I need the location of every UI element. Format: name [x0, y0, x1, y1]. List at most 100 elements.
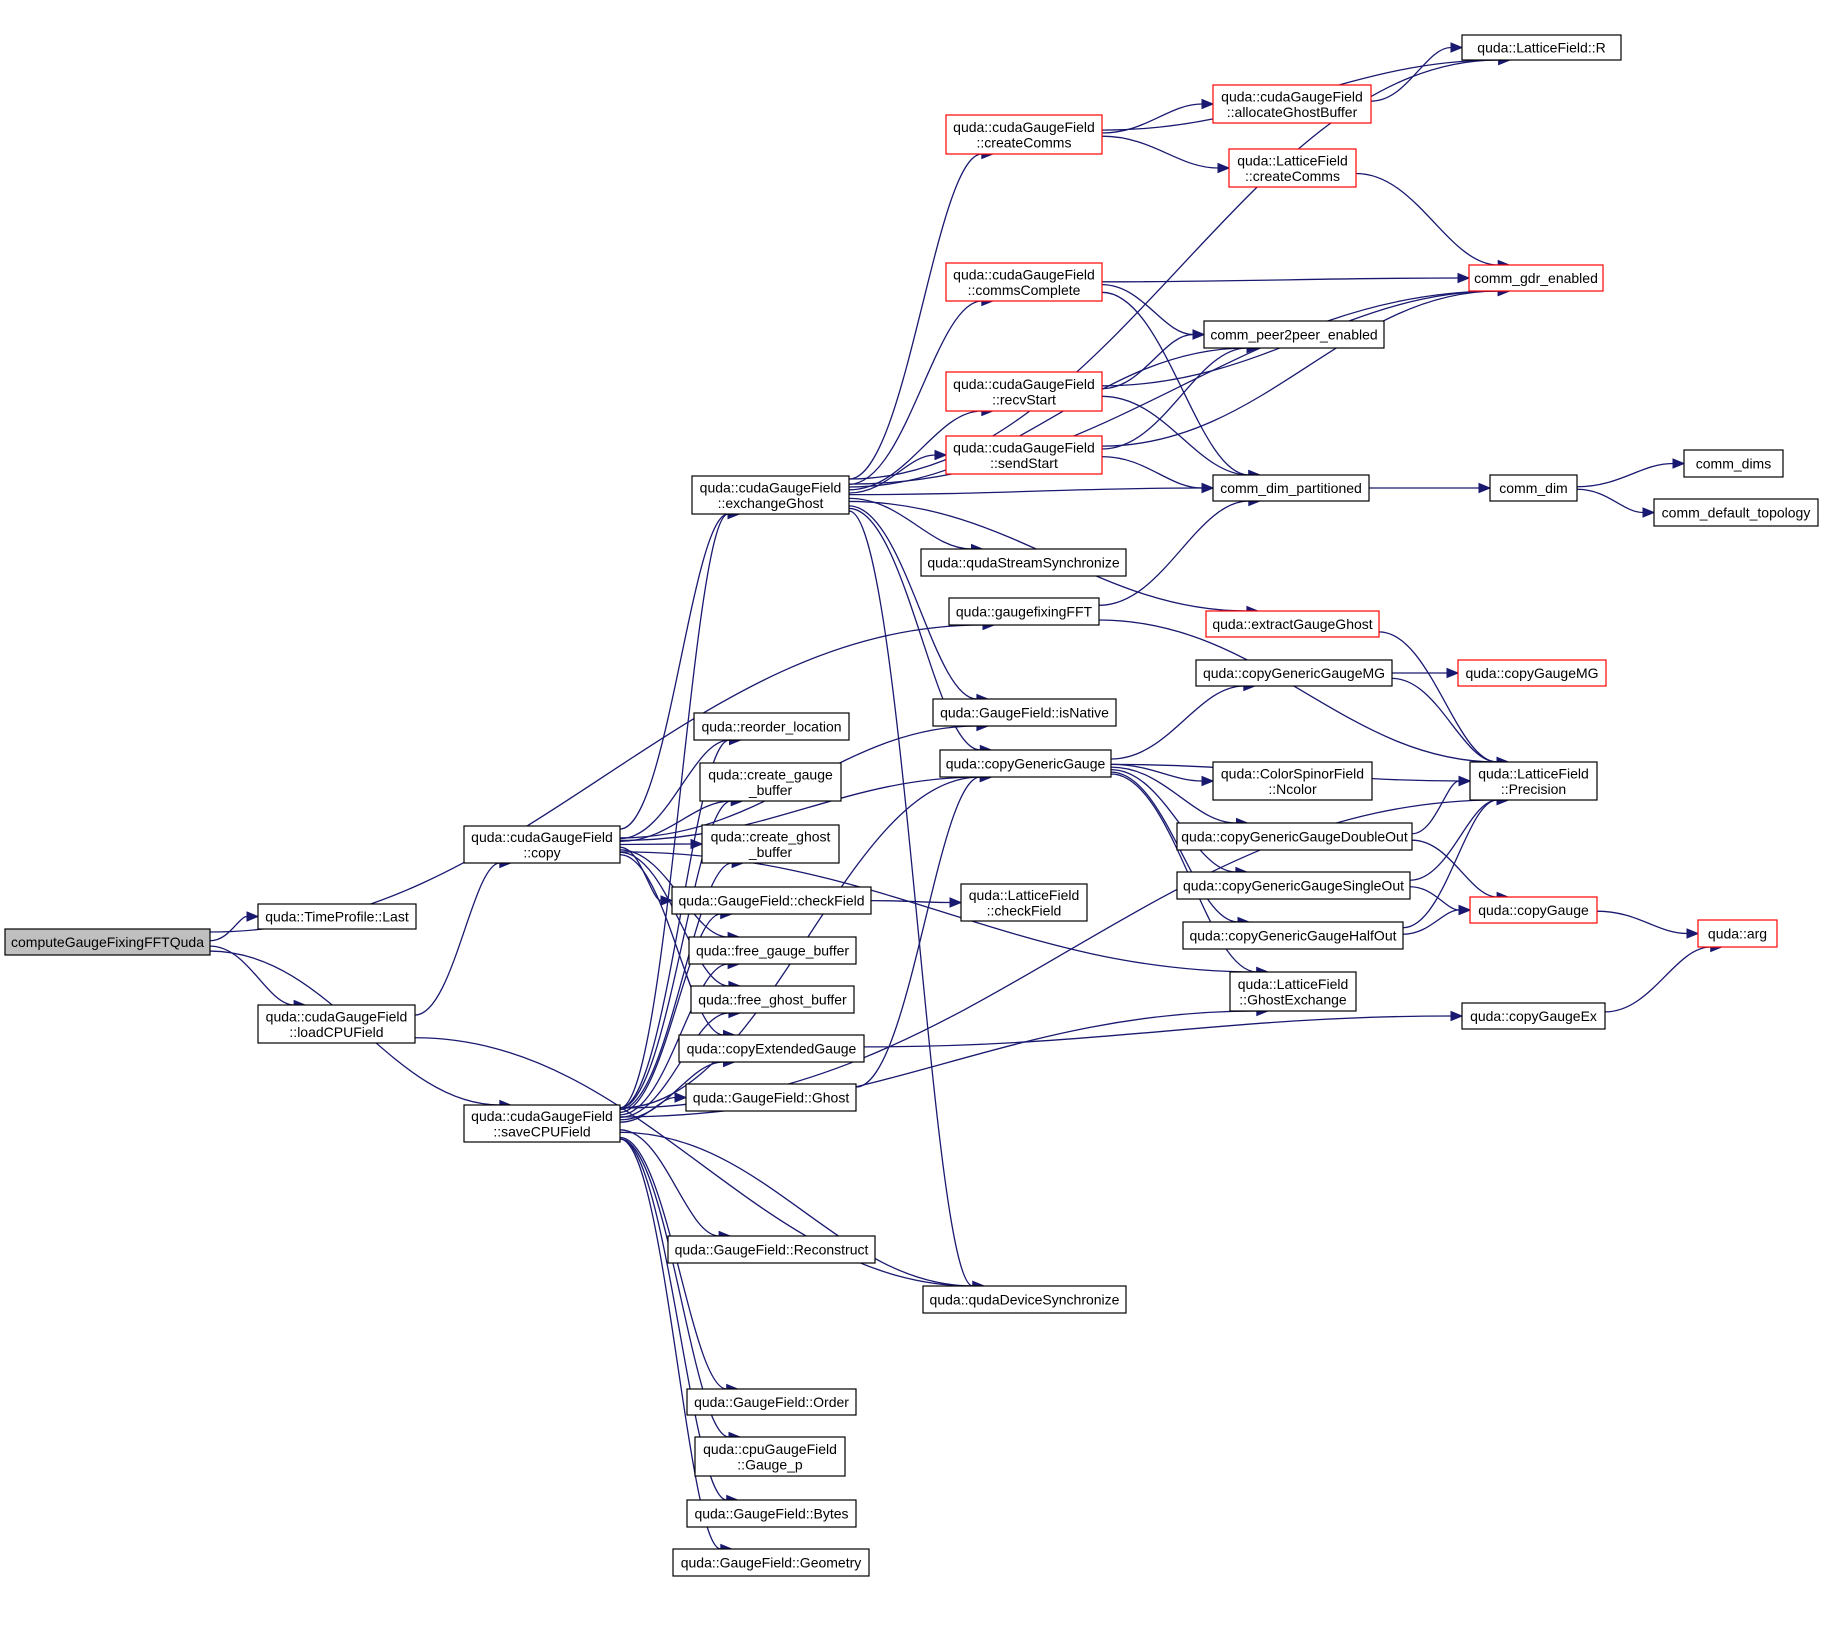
- node-root[interactable]: computeGaugeFixingFFTQuda: [4, 928, 211, 956]
- node-extract-ghost[interactable]: quda::extractGaugeGhost: [1205, 610, 1380, 638]
- node-box[interactable]: [1212, 761, 1373, 801]
- node-alloc-ghost[interactable]: quda::cudaGaugeField::allocateGhostBuffe…: [1212, 84, 1372, 124]
- node-box[interactable]: [945, 114, 1103, 155]
- node-comm-dims[interactable]: comm_dims: [1683, 449, 1784, 478]
- node-copy-gauge-ex[interactable]: quda::copyGaugeEx: [1461, 1002, 1606, 1030]
- node-box[interactable]: [701, 824, 840, 864]
- node-comm-dim[interactable]: comm_dim: [1489, 474, 1578, 502]
- node-reorder[interactable]: quda::reorder_location: [693, 712, 850, 741]
- node-box[interactable]: [685, 1083, 857, 1112]
- node-copy[interactable]: quda::cudaGaugeField::copy: [463, 825, 621, 864]
- node-lf-check-field[interactable]: quda::LatticeField::checkField: [960, 883, 1088, 922]
- node-box[interactable]: [1469, 896, 1598, 924]
- node-box[interactable]: [1212, 84, 1372, 124]
- node-box[interactable]: [1205, 610, 1380, 638]
- node-dev-sync[interactable]: quda::qudaDeviceSynchronize: [922, 1285, 1127, 1314]
- node-box[interactable]: [1182, 921, 1404, 950]
- node-box[interactable]: [1683, 449, 1784, 478]
- node-box[interactable]: [688, 936, 857, 965]
- node-tp-last[interactable]: quda::TimeProfile::Last: [257, 903, 417, 930]
- node-free-gauge-buf[interactable]: quda::free_gauge_buffer: [688, 936, 857, 965]
- node-box[interactable]: [1697, 919, 1778, 948]
- node-recv-start[interactable]: quda::cudaGaugeField::recvStart: [945, 371, 1103, 412]
- node-box[interactable]: [922, 1285, 1127, 1314]
- node-def-topo[interactable]: comm_default_topology: [1653, 498, 1819, 527]
- node-box[interactable]: [463, 1104, 621, 1143]
- node-lf-r[interactable]: quda::LatticeField::R: [1461, 34, 1622, 61]
- node-box[interactable]: [257, 903, 417, 930]
- node-box[interactable]: [671, 886, 872, 915]
- node-copy-gauge-mg[interactable]: quda::copyGaugeMG: [1457, 659, 1607, 687]
- node-gf-fft[interactable]: quda::gaugefixingFFT: [948, 597, 1100, 626]
- node-lf-create-comms[interactable]: quda::LatticeField::createComms: [1228, 148, 1357, 188]
- node-box[interactable]: [920, 548, 1127, 577]
- node-create-comms[interactable]: quda::cudaGaugeField::createComms: [945, 114, 1103, 155]
- node-cg-double[interactable]: quda::copyGenericGaugeDoubleOut: [1176, 822, 1413, 851]
- node-box[interactable]: [1469, 761, 1598, 801]
- node-box[interactable]: [699, 762, 842, 802]
- node-arg[interactable]: quda::arg: [1697, 919, 1778, 948]
- node-reconstruct[interactable]: quda::GaugeField::Reconstruct: [667, 1235, 876, 1264]
- node-save-cpu[interactable]: quda::cudaGaugeField::saveCPUField: [463, 1104, 621, 1143]
- node-ncolor[interactable]: quda::ColorSpinorField::Ncolor: [1212, 761, 1373, 801]
- node-copy-ext[interactable]: quda::copyExtendedGauge: [678, 1034, 865, 1063]
- node-ex-ghost[interactable]: quda::cudaGaugeField::exchangeGhost: [691, 475, 850, 515]
- node-box[interactable]: [945, 262, 1103, 302]
- node-box[interactable]: [694, 1436, 846, 1477]
- node-box[interactable]: [667, 1235, 876, 1264]
- node-box[interactable]: [960, 883, 1088, 922]
- node-box[interactable]: [1468, 264, 1604, 292]
- node-gauge-p[interactable]: quda::cpuGaugeField::Gauge_p: [694, 1436, 846, 1477]
- node-load-cpu[interactable]: quda::cudaGaugeField::loadCPUField: [257, 1004, 416, 1044]
- node-ghost-ex[interactable]: quda::LatticeField::GhostExchange: [1229, 971, 1357, 1012]
- node-box[interactable]: [945, 371, 1103, 412]
- node-box[interactable]: [948, 597, 1100, 626]
- node-box[interactable]: [4, 928, 211, 956]
- node-comms-complete[interactable]: quda::cudaGaugeField::commsComplete: [945, 262, 1103, 302]
- node-box[interactable]: [686, 1499, 857, 1528]
- node-gdr[interactable]: comm_gdr_enabled: [1468, 264, 1604, 292]
- node-box[interactable]: [1212, 474, 1370, 502]
- node-bytes[interactable]: quda::GaugeField::Bytes: [686, 1499, 857, 1528]
- node-create-ghost-buf[interactable]: quda::create_ghost_buffer: [701, 824, 840, 864]
- node-box[interactable]: [672, 1548, 870, 1577]
- node-copy-generic[interactable]: quda::copyGenericGauge: [939, 749, 1112, 778]
- node-free-ghost-buf[interactable]: quda::free_ghost_buffer: [690, 985, 855, 1014]
- node-box[interactable]: [1195, 659, 1393, 687]
- node-cg-single[interactable]: quda::copyGenericGaugeSingleOut: [1176, 871, 1411, 900]
- node-geometry[interactable]: quda::GaugeField::Geometry: [672, 1548, 870, 1577]
- node-create-gauge-buf[interactable]: quda::create_gauge_buffer: [699, 762, 842, 802]
- node-precision[interactable]: quda::LatticeField::Precision: [1469, 761, 1598, 801]
- node-box[interactable]: [1461, 34, 1622, 61]
- node-copy-gauge[interactable]: quda::copyGauge: [1469, 896, 1598, 924]
- node-box[interactable]: [939, 749, 1112, 778]
- node-box[interactable]: [1176, 822, 1413, 851]
- node-box[interactable]: [1229, 971, 1357, 1012]
- node-send-start[interactable]: quda::cudaGaugeField::sendStart: [945, 435, 1103, 475]
- node-box[interactable]: [1461, 1002, 1606, 1030]
- node-box[interactable]: [945, 435, 1103, 475]
- node-box[interactable]: [690, 985, 855, 1014]
- node-box[interactable]: [1176, 871, 1411, 900]
- node-order[interactable]: quda::GaugeField::Order: [686, 1388, 857, 1416]
- node-p2p[interactable]: comm_peer2peer_enabled: [1203, 320, 1385, 349]
- node-box[interactable]: [1489, 474, 1578, 502]
- node-box[interactable]: [691, 475, 850, 515]
- node-box[interactable]: [678, 1034, 865, 1063]
- node-box[interactable]: [257, 1004, 416, 1044]
- node-box[interactable]: [1457, 659, 1607, 687]
- node-cg-half[interactable]: quda::copyGenericGaugeHalfOut: [1182, 921, 1404, 950]
- node-box[interactable]: [693, 712, 850, 741]
- node-is-native[interactable]: quda::GaugeField::isNative: [932, 698, 1117, 727]
- node-box[interactable]: [463, 825, 621, 864]
- node-cg-mg[interactable]: quda::copyGenericGaugeMG: [1195, 659, 1393, 687]
- node-box[interactable]: [1653, 498, 1819, 527]
- node-box[interactable]: [1203, 320, 1385, 349]
- node-dim-part[interactable]: comm_dim_partitioned: [1212, 474, 1370, 502]
- node-box[interactable]: [932, 698, 1117, 727]
- node-box[interactable]: [1228, 148, 1357, 188]
- node-box[interactable]: [686, 1388, 857, 1416]
- node-gf-ghost[interactable]: quda::GaugeField::Ghost: [685, 1083, 857, 1112]
- node-gf-check-field[interactable]: quda::GaugeField::checkField: [671, 886, 872, 915]
- node-stream-sync[interactable]: quda::qudaStreamSynchronize: [920, 548, 1127, 577]
